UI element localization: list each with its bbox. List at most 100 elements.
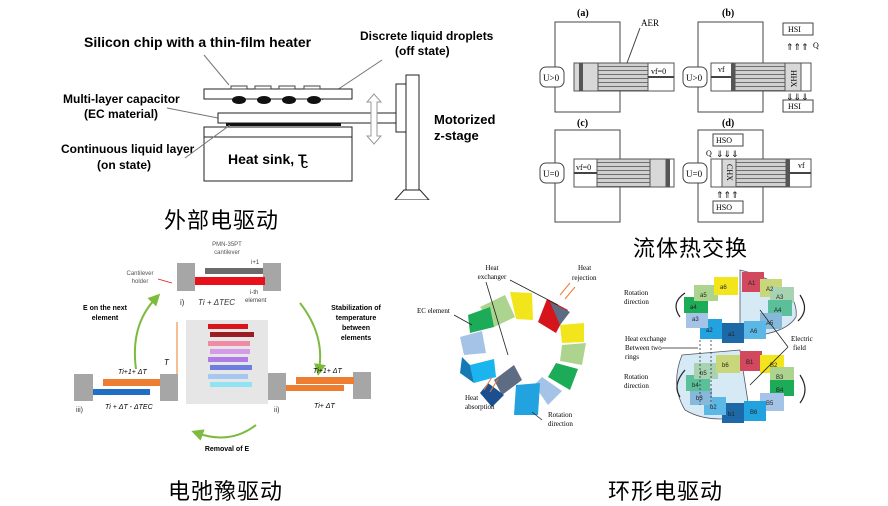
top-segment-label: a6: [720, 285, 727, 291]
stab-label-3: between: [342, 325, 370, 332]
top-segment-label: A5: [766, 321, 774, 327]
top-segment-label: a1: [728, 332, 735, 338]
stage-base: [394, 189, 430, 200]
ring-drive-diagram: Heat exchanger Heat rejection EC element…: [417, 264, 597, 428]
hso-bottom-label: HSO: [716, 203, 732, 212]
holder-right-ii: [353, 372, 371, 399]
bottom-segment-label: B6: [750, 410, 758, 416]
bottom-segment-label: B5: [766, 401, 774, 407]
top-segment-label: a5: [700, 293, 707, 299]
hsi-bottom-label: HSI: [788, 102, 801, 111]
t-iii-bottom: Ti + ΔT - ΔTEC: [105, 404, 154, 411]
caption-fluid-exchange: 流体热交换: [633, 237, 749, 262]
holder-left-ii: [268, 373, 286, 400]
e-next-label-2: element: [92, 315, 119, 322]
ith-label: i-th: [250, 290, 258, 296]
top-segment-label: a3: [692, 317, 699, 323]
q-label-b: Q: [813, 41, 819, 50]
rotation-label: Rotation: [548, 411, 573, 419]
arrow-e-next: [133, 293, 161, 370]
droplets-label: Discrete liquid droplets: [360, 29, 494, 43]
rotation-top-arrow-right-icon: [797, 294, 806, 322]
heater-pads: [230, 85, 321, 90]
caption-external-drive: 外部电驱动: [164, 209, 280, 234]
bottom-segment-label: b5: [700, 371, 707, 377]
rotation-bottom-arrow-icon: [676, 369, 686, 398]
liquid-arrow: [184, 124, 231, 159]
efield-label-2: field: [793, 344, 806, 352]
caption-relaxation: 电弛豫驱动: [168, 480, 284, 505]
ring-segments: [460, 292, 586, 415]
heatsink-top: [203, 126, 353, 138]
holder-left-iii: [74, 374, 93, 401]
vf-label-c: vf=0: [576, 163, 591, 172]
bottom-segment-label: B3: [776, 375, 784, 381]
hx-label: Heat exchange: [625, 335, 666, 343]
rotation-top-label-2: direction: [624, 298, 649, 306]
bottom-segment-label: b6: [722, 363, 729, 369]
bottom-segment-label: b2: [710, 405, 717, 411]
u-label-a: U>0: [543, 73, 560, 83]
liquid-label: Continuous liquid layer: [61, 142, 195, 156]
cantilever-next-i: [205, 268, 263, 274]
top-segment-label: a2: [706, 328, 713, 334]
capacitor-label-2: (EC material): [84, 107, 158, 121]
external-drive-diagram: Silicon chip with a thin-film heater Dis…: [61, 29, 495, 200]
top-segment-label: A3: [776, 295, 784, 301]
droplets-label-2: (off state): [395, 44, 450, 58]
droplets: [232, 96, 321, 104]
heatsink: [203, 136, 353, 182]
capacitor-arm: [217, 112, 397, 124]
heatsink-label: Heat sink, T: [228, 151, 307, 167]
vf-label-a: vf=0: [651, 67, 666, 76]
rotation-bottom-label: Rotation: [624, 373, 649, 381]
heat-out-arrows-icon: ⇑⇑⇑: [786, 42, 809, 52]
subfig-a-label: (a): [577, 8, 589, 19]
heat-absorption-arrows-icon: [483, 376, 499, 393]
subfig-b-label: (b): [722, 8, 734, 19]
bottom-segment-label: b3: [696, 396, 703, 402]
cantilever-label: PMN-35PT: [212, 242, 242, 248]
efield-label: Electric: [791, 335, 813, 343]
heat-down-arrows-icon: ⇓⇓⇓: [716, 149, 739, 159]
stab-label: Stabilization of: [331, 305, 381, 312]
top-segment-label: A4: [774, 308, 782, 314]
holder-label-2: holder: [132, 279, 149, 285]
heatsink-sub: C: [301, 160, 308, 171]
arrow-removal: [191, 424, 257, 441]
stage-mount: [395, 83, 407, 133]
heat-absorption-label-2: absorption: [465, 403, 495, 411]
t-ii-top: Ti+1+ ΔT: [313, 368, 342, 375]
hso-top-label: HSO: [716, 136, 732, 145]
t-iii-top: Ti+1+ ΔT: [118, 369, 147, 376]
liquid-layer: [226, 123, 341, 126]
z-motion-arrow-icon: [365, 93, 383, 145]
heat-in-arrows-icon: ⇓⇓⇓: [786, 92, 809, 102]
step-iii: iii): [76, 407, 83, 414]
relaxation-diagram: PMN-35PT cantilever Cantilever holder i+…: [74, 242, 382, 453]
bottom-segment-label: b4: [692, 383, 699, 389]
capacitor-label: Multi-layer capacitor: [63, 92, 180, 106]
rotation-top-arrow-icon: [675, 292, 686, 318]
chip-arrow: [203, 54, 230, 86]
heat-absorption-label: Heat: [465, 394, 478, 402]
fluid-exchange-diagram: (a) U>0 vf=0 AER (b) U>0 vf HHX HSI ⇑⇑⇑ …: [539, 8, 819, 223]
removal-label: Removal of E: [205, 446, 250, 453]
top-ring-segments: [684, 272, 794, 343]
holder-label: Cantilever: [126, 271, 153, 277]
stage-label-2: z-stage: [434, 128, 479, 143]
liquid-label-2: (on state): [97, 158, 151, 172]
u-label-b: U>0: [686, 73, 703, 83]
top-segment-label: A1: [748, 281, 756, 287]
holder-right-i: [263, 263, 281, 291]
t-axis-label: T: [164, 358, 170, 367]
chx-label: CHX: [725, 164, 734, 181]
rotation-top-label: Rotation: [624, 289, 649, 297]
stab-label-4: elements: [341, 335, 371, 342]
heat-rejection-arrows-icon: [559, 282, 576, 300]
bottom-segment-label: B1: [746, 360, 754, 366]
heat-rejection-label-2: rejection: [572, 274, 597, 282]
next-label: i+1: [251, 260, 260, 266]
caption-ring-drive: 环形电驱动: [608, 480, 724, 505]
chip-plate: [203, 88, 353, 100]
